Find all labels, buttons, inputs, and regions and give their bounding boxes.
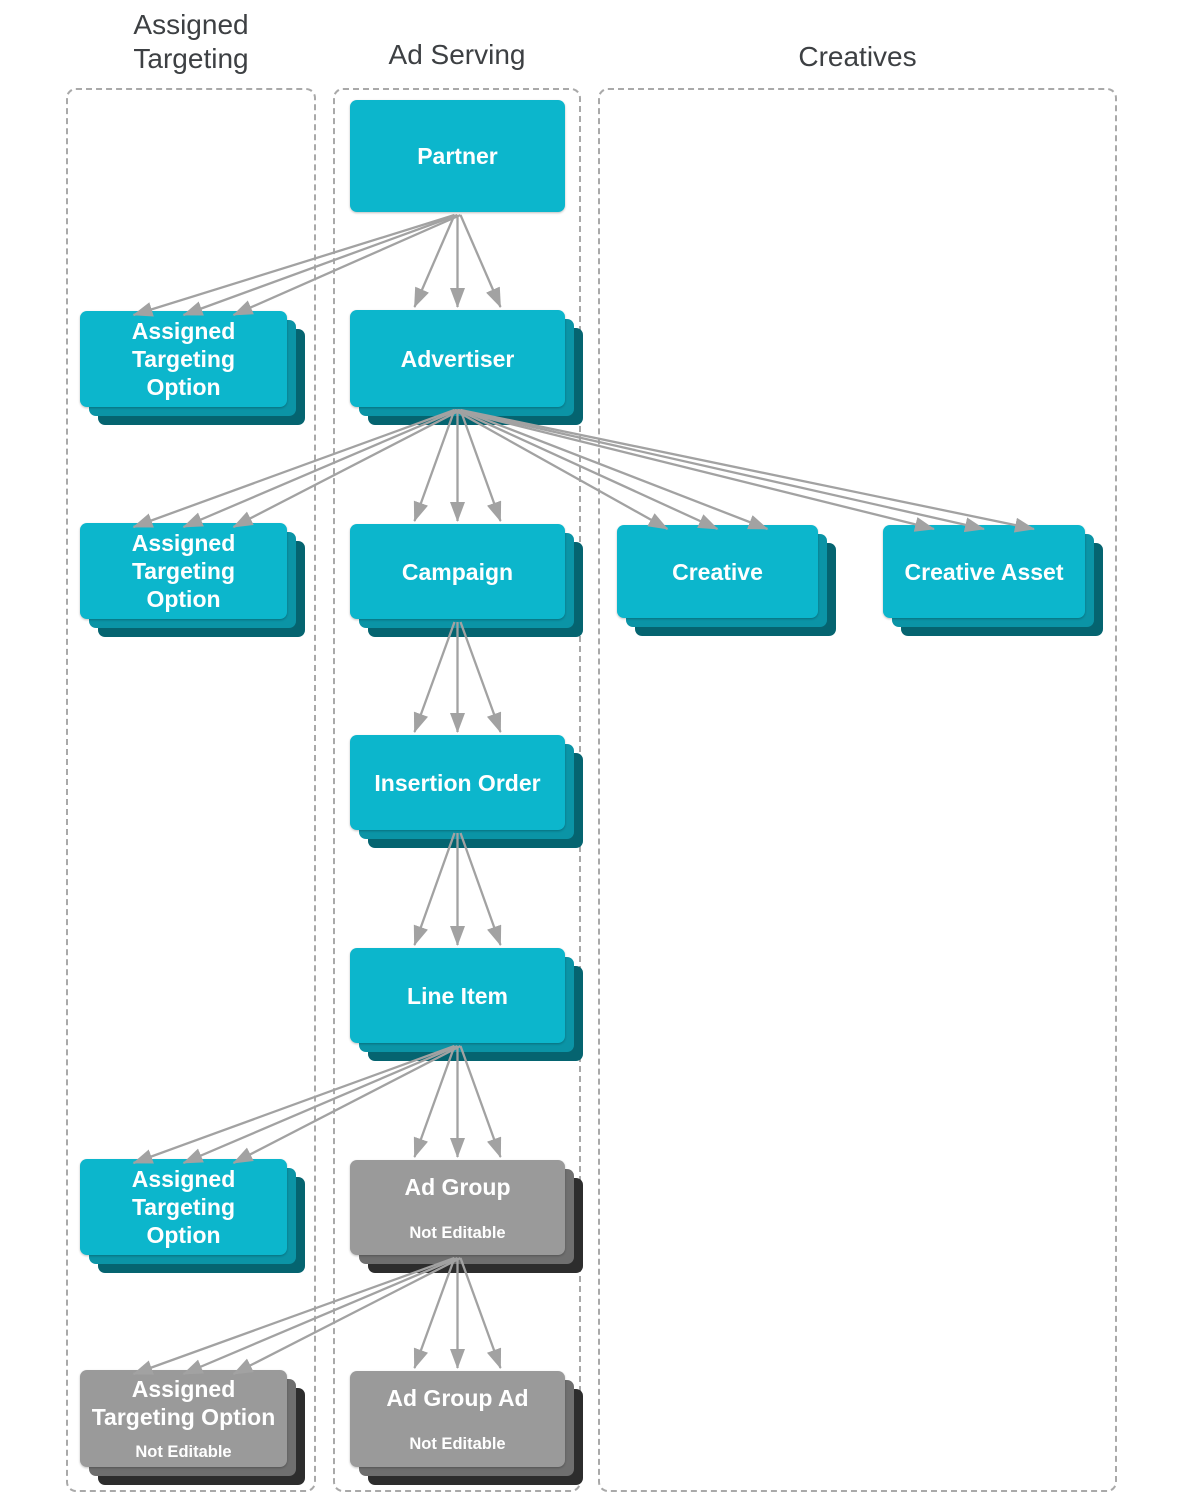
column-title-ad-serving: Ad Serving [388,39,526,70]
node-ad-group-ad: Ad Group Ad Not Editable [350,1371,565,1467]
node-face: Ad Group Ad Not Editable [350,1371,565,1467]
node-label: Campaign [401,558,514,585]
assigned-targeting-column [66,88,316,1492]
node-face: Campaign [350,524,565,619]
node-label: Ad Group Ad [386,1385,529,1411]
node-sublabel-not-editable: Not Editable [409,1435,506,1453]
node-face: Ad Group Not Editable [350,1160,565,1255]
column-title-assigned-targeting: Assigned Targeting [133,9,249,74]
column-title-creatives: Creatives [798,41,917,72]
node-sublabel-not-editable: Not Editable [409,1223,506,1242]
node-face: Creative [617,525,818,618]
node-face: Line Item [350,948,565,1043]
node-insertion-order: Insertion Order [350,735,565,830]
node-face: Assigned Targeting Option Not Editable [80,1370,287,1467]
node-label: Line Item [407,982,508,1009]
node-label: Assigned Targeting Option [91,1376,276,1430]
node-partner: Partner [350,100,565,212]
node-sublabel-not-editable: Not Editable [135,1443,232,1461]
node-label: Partner [417,143,498,169]
node-face: Insertion Order [350,735,565,830]
node-face: Advertiser [350,310,565,407]
creatives-column [598,88,1117,1492]
node-assigned-targeting-option-advertiser: Assigned Targeting Option [80,523,287,619]
node-face: Partner [350,100,565,212]
node-label: Creative [672,558,763,585]
node-label: Creative Asset [904,558,1064,585]
node-label: Assigned Targeting Option [131,1166,236,1248]
node-advertiser: Advertiser [350,310,565,407]
node-line-item: Line Item [350,948,565,1043]
node-campaign: Campaign [350,524,565,619]
node-assigned-targeting-option-partner: Assigned Targeting Option [80,311,287,407]
node-label: Insertion Order [374,769,541,796]
node-assigned-targeting-option-line-item: Assigned Targeting Option [80,1159,287,1255]
node-face: Assigned Targeting Option [80,1159,287,1255]
node-creative-asset: Creative Asset [883,525,1085,618]
node-label: Advertiser [400,345,515,372]
node-ad-group: Ad Group Not Editable [350,1160,565,1255]
node-label: Assigned Targeting Option [131,318,236,400]
node-face: Assigned Targeting Option [80,311,287,407]
node-creative: Creative [617,525,818,618]
node-assigned-targeting-option-ad-group: Assigned Targeting Option Not Editable [80,1370,287,1467]
node-face: Assigned Targeting Option [80,523,287,619]
node-face: Creative Asset [883,525,1085,618]
node-label: Ad Group [404,1173,511,1200]
node-label: Assigned Targeting Option [131,530,236,612]
